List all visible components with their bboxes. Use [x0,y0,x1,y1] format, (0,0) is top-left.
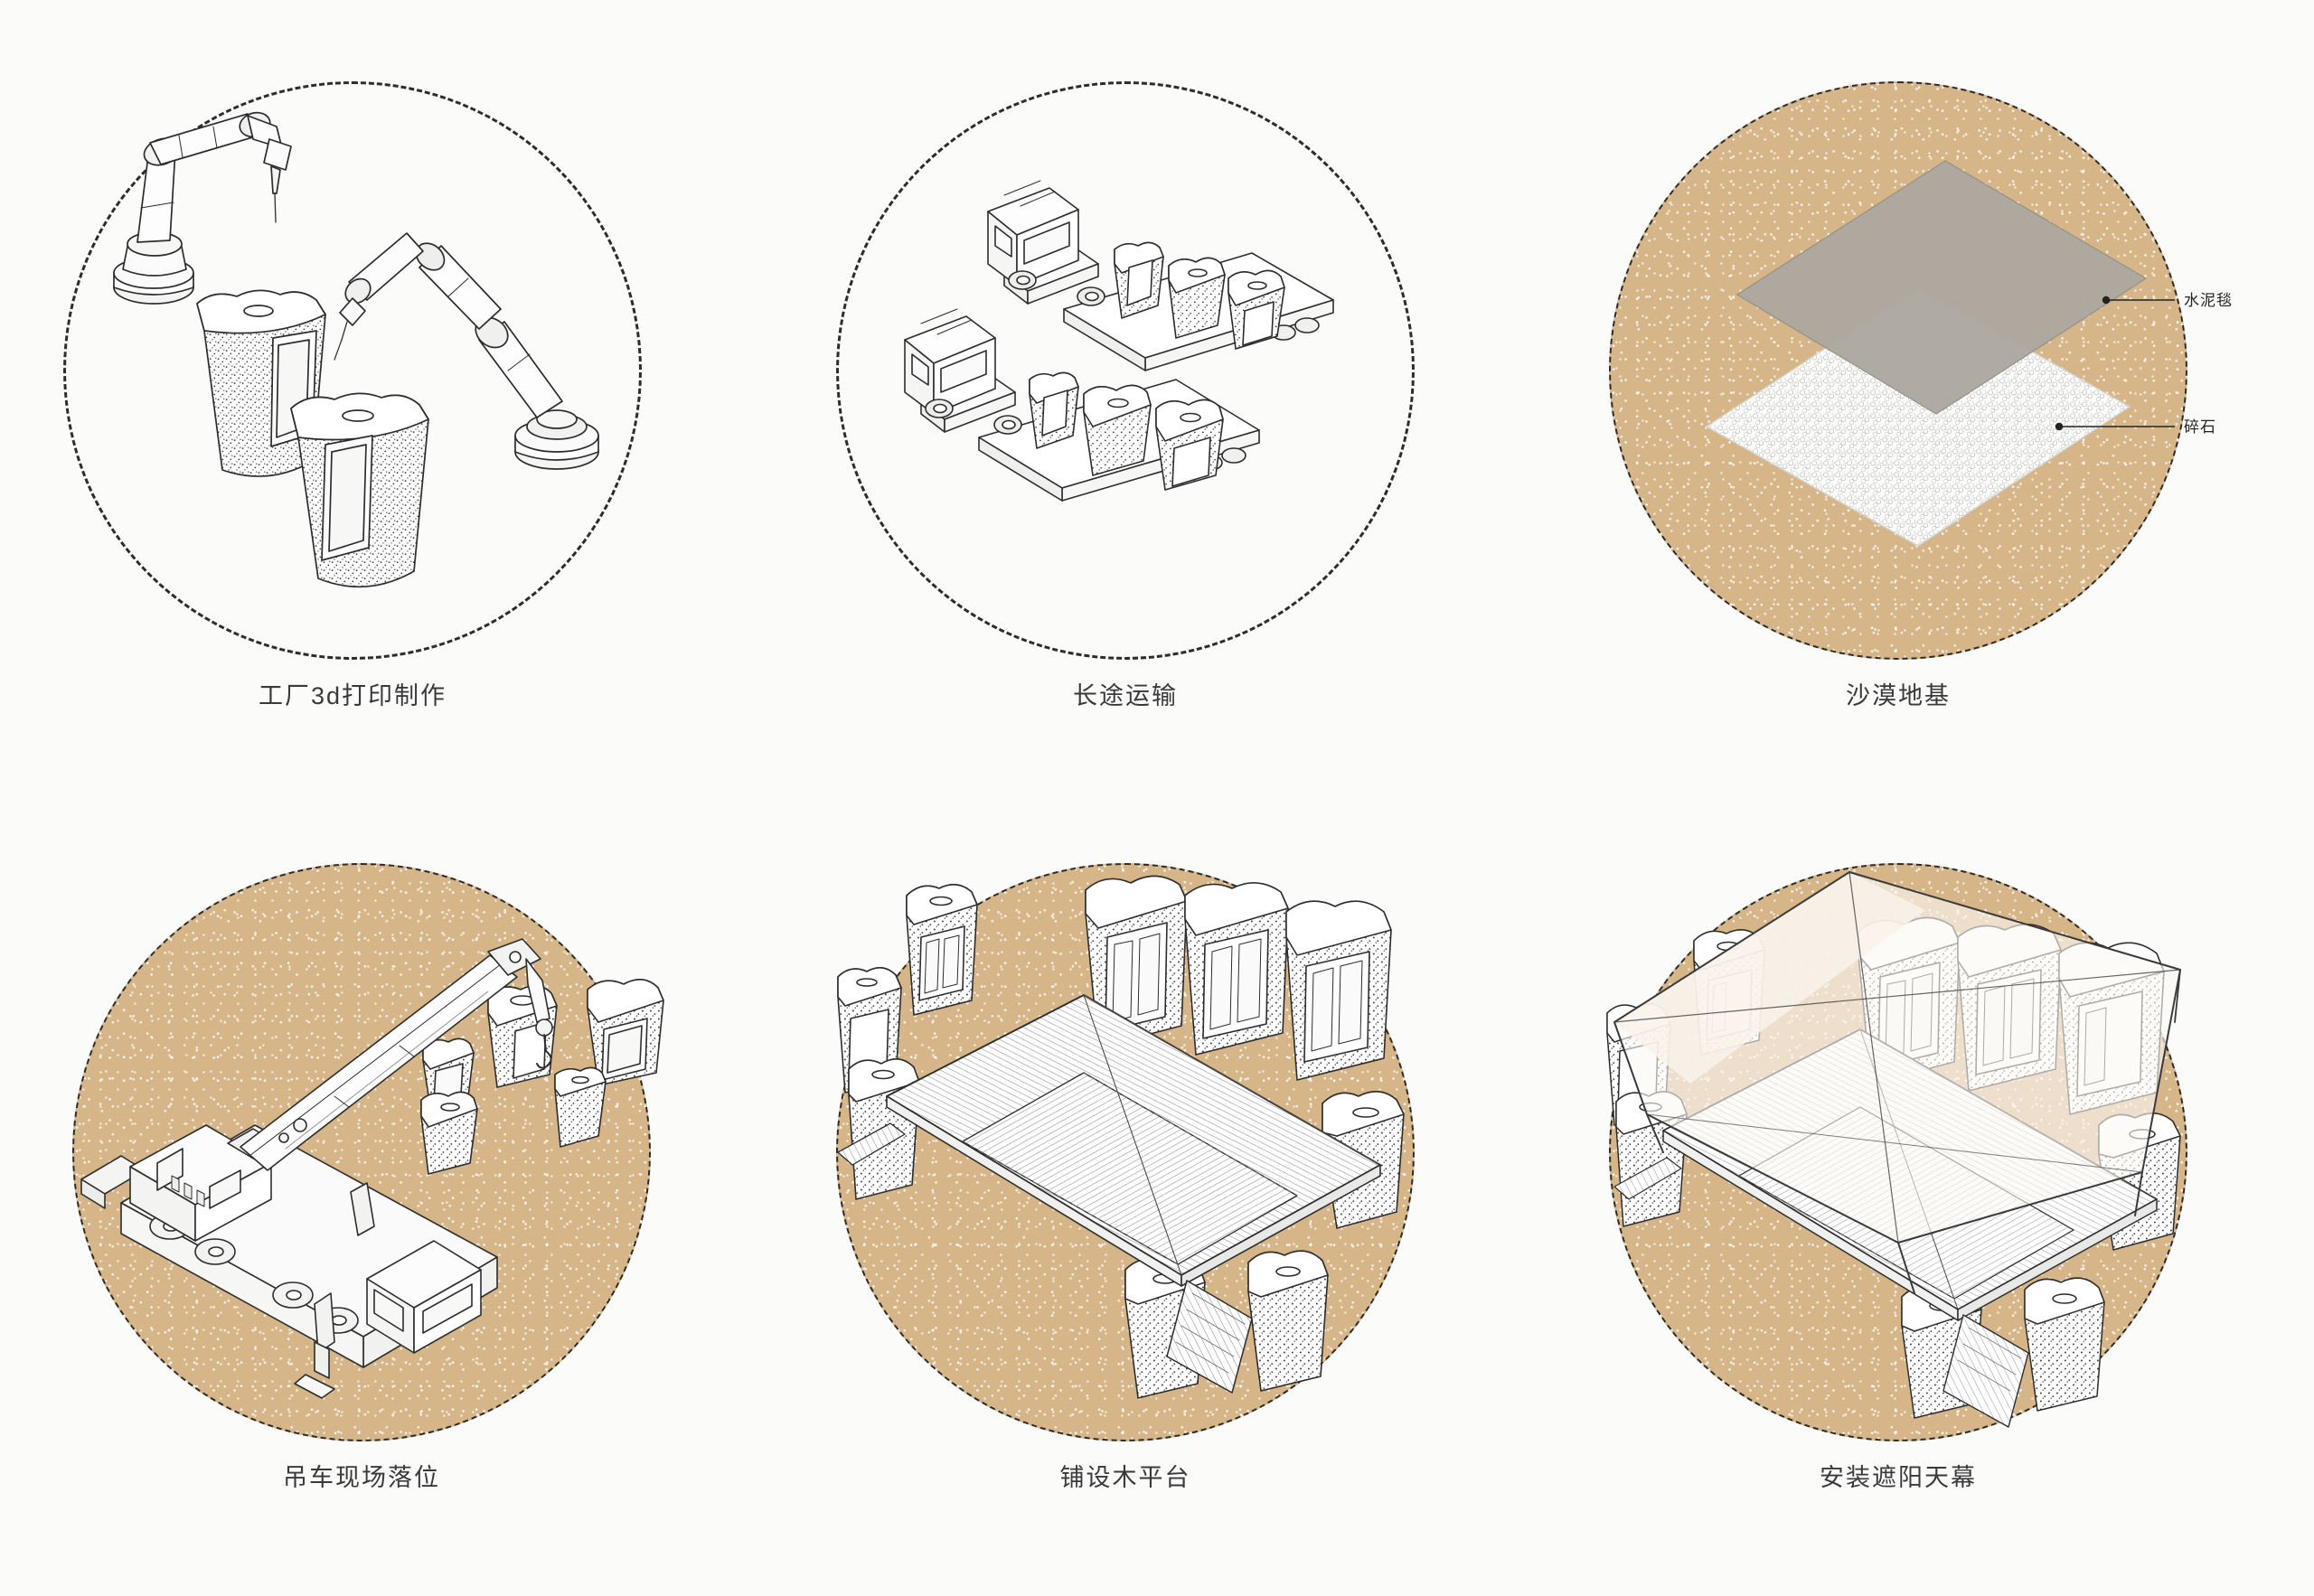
illustration-crane-placement [80,938,664,1399]
placed-modules [420,979,664,1175]
illustration-sunshade-canopy-installation [1606,871,2181,1428]
vignette-sunshade-canopy-installation [1600,854,2196,1450]
illustration-desert-foundation: 水泥毯 碎石 [1705,160,2232,547]
process-step-5[interactable]: 铺设木平台 [773,854,1478,1493]
cement-blanket-sheet [1736,160,2148,415]
mobile-crane [80,938,553,1399]
process-step-1[interactable]: 工厂3d打印制作 [0,72,705,711]
flatbed-truck-lower [904,308,1260,502]
suspended-module [554,1066,607,1148]
dashed-circle-frame [836,81,1415,660]
module-cargo [1114,241,1285,350]
robot-arm-right [334,232,599,470]
deck-stairs [1942,1314,2029,1428]
step-caption: 安装遮阳天幕 [1820,1464,1977,1491]
module-cargo [1029,371,1224,491]
printed-module-a [196,289,326,477]
dashed-circle-frame [63,81,642,660]
annotation-label-gravel: 碎石 [2184,418,2216,436]
vignette-wood-deck-installation [827,854,1424,1450]
illustration-wood-deck-installation [837,875,1405,1399]
tensile-canopy [1613,871,2181,1294]
process-step-6[interactable]: 安装遮阳天幕 [1546,854,2251,1493]
robot-arm-left [113,111,292,305]
annotation-leaders [2055,296,2175,431]
process-step-2[interactable]: 长途运输 [773,72,1478,711]
hook-block [525,958,553,1069]
step-caption: 沙漠地基 [1846,682,1951,709]
wood-deck [837,994,1381,1394]
illustration-long-distance-transport [904,180,1334,502]
printed-module-b [290,392,429,588]
vignette-factory-3d-printing [54,72,651,669]
vignette-crane-placement [63,854,664,1450]
module-ring [837,875,1405,1399]
vignette-desert-foundation: 水泥毯 碎石 [1600,72,2232,669]
step-caption: 铺设木平台 [1059,1464,1191,1491]
illustration-factory-3d-printing [113,111,599,588]
vignette-long-distance-transport [827,72,1424,669]
telescopic-boom [240,938,541,1171]
process-step-3[interactable]: 水泥毯 碎石 沙漠地基 [1546,72,2251,711]
canopy-mast [1646,969,2181,1294]
deck-stairs [1166,1280,1253,1394]
step-caption: 吊车现场落位 [283,1464,440,1491]
step-caption: 长途运输 [1073,682,1178,709]
annotation-label-cement-blanket: 水泥毯 [2184,292,2233,309]
flatbed-truck-upper [987,180,1334,371]
process-step-4[interactable]: 吊车现场落位 [9,854,714,1493]
step-caption: 工厂3d打印制作 [258,682,447,709]
